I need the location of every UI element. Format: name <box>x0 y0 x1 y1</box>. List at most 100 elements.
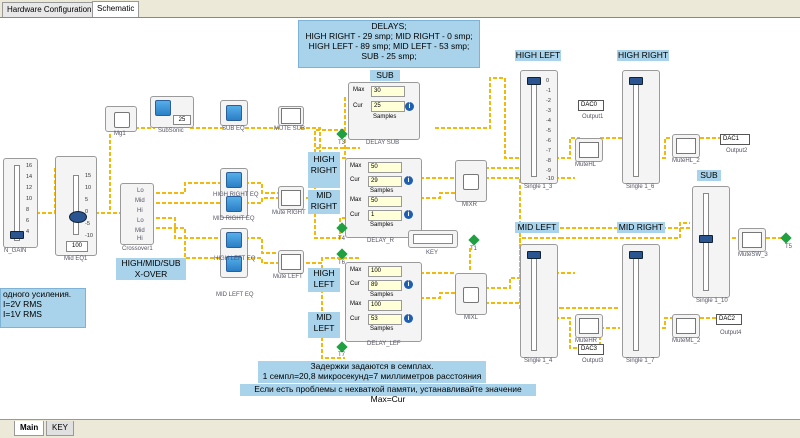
delay-l-cur1-label: Cur <box>350 281 360 287</box>
delay-r-block[interactable]: Max 50 Cur 29 i Samples Max 50 Cur 1 i S… <box>345 158 422 238</box>
eq-tick: 0 <box>85 209 89 215</box>
mixr-icon[interactable] <box>463 174 479 190</box>
mixr-block[interactable] <box>455 160 487 202</box>
mixl-block[interactable] <box>455 273 487 315</box>
delay-r-info2-icon[interactable]: i <box>404 210 413 219</box>
delay-l-cur1[interactable]: 89 <box>368 280 402 291</box>
mute-sw3-block[interactable] <box>738 228 766 252</box>
single-1-4-track[interactable] <box>531 251 537 351</box>
gain-note: одного усиления. I=2V RMS I=1V RMS <box>0 288 86 328</box>
mute-hl2-block[interactable] <box>672 134 700 158</box>
mute-hr-block[interactable] <box>575 314 603 338</box>
mute-left-icon[interactable] <box>281 254 301 270</box>
single-1-6-slider[interactable] <box>622 70 660 184</box>
subsonic-icon[interactable] <box>155 100 171 116</box>
tick-label: -8 <box>546 158 551 164</box>
n-gain-knob[interactable] <box>10 231 24 239</box>
sub-eq-block[interactable] <box>220 100 248 126</box>
sub-eq-icon[interactable] <box>226 105 242 121</box>
mixl-icon[interactable] <box>463 287 479 303</box>
mute-hl2-icon[interactable] <box>676 138 696 154</box>
key-input[interactable] <box>413 234 453 244</box>
mg1-icon[interactable] <box>114 112 130 128</box>
single-1-4-caption: Single 1_4 <box>524 358 553 364</box>
delay-l-info1-icon[interactable]: i <box>404 280 413 289</box>
key-block[interactable] <box>408 230 458 248</box>
delay-l-block[interactable]: Max 100 Cur 89 i Samples Max 100 Cur 53 … <box>345 262 422 342</box>
dac0-select[interactable]: DAC0 <box>578 100 604 111</box>
mr-eq-icon[interactable] <box>226 196 242 212</box>
mid-eq1-block[interactable]: 15 10 5 0 -5 -10 100 <box>55 156 97 256</box>
subsonic-value[interactable]: 25 <box>173 115 191 125</box>
hl-eq-icon[interactable] <box>226 232 242 248</box>
delay-sub-block[interactable]: Max 30 Cur 25 i Samples <box>348 82 420 140</box>
mute-hl-block[interactable] <box>575 138 603 162</box>
single-1-7-knob[interactable] <box>629 251 643 259</box>
single-1-7-track[interactable] <box>633 251 639 351</box>
tab-key[interactable]: KEY <box>46 421 75 436</box>
dac2-select[interactable]: DAC2 <box>716 314 742 325</box>
mute-hl-icon[interactable] <box>579 142 599 158</box>
single-1-3-knob[interactable] <box>527 77 541 85</box>
tick-label: -6 <box>546 138 551 144</box>
mid-eq1-value[interactable]: 100 <box>66 241 88 252</box>
delay-r-max1[interactable]: 50 <box>368 162 402 173</box>
subsonic-block[interactable]: 25 <box>150 96 194 128</box>
single-1-3-slider[interactable] <box>520 70 558 184</box>
delay-r-cur1[interactable]: 29 <box>368 176 402 187</box>
dac3-select[interactable]: DAC3 <box>578 344 604 355</box>
delay-l-max2[interactable]: 100 <box>368 300 402 311</box>
tab-hardware-configuration[interactable]: Hardware Configuration <box>2 2 97 17</box>
mute-sw3-icon[interactable] <box>742 232 762 248</box>
single-1-6-track[interactable] <box>633 77 639 177</box>
single-1-6-knob[interactable] <box>629 77 643 85</box>
mid-left-side-label: MID LEFT <box>308 312 340 338</box>
delay-r-info1-icon[interactable]: i <box>404 176 413 185</box>
mute-ml2-block[interactable] <box>672 314 700 338</box>
hr-eq-block[interactable] <box>220 168 248 218</box>
ml-eq-icon[interactable] <box>226 256 242 272</box>
mg1-block[interactable] <box>105 106 137 132</box>
mute-right-icon[interactable] <box>281 190 301 206</box>
dac1-select[interactable]: DAC1 <box>720 134 750 145</box>
tab-main[interactable]: Main <box>14 421 45 436</box>
mute-right-block[interactable] <box>278 186 304 210</box>
tab-schematic[interactable]: Schematic <box>92 1 140 18</box>
n-gain-slider[interactable]: 16 14 12 10 8 6 4 <box>3 158 38 248</box>
single-1-4-knob[interactable] <box>527 251 541 259</box>
mute-hr-icon[interactable] <box>579 318 599 334</box>
delay-sub-info-icon[interactable]: i <box>405 102 414 111</box>
key-caption: KEY <box>426 250 439 256</box>
mid-eq1-track[interactable] <box>73 175 79 235</box>
tick-label: -4 <box>546 118 551 124</box>
delay-l-info2-icon[interactable]: i <box>404 314 413 323</box>
xover-lo2-port: Lo <box>137 218 144 224</box>
tick-label: -5 <box>546 128 551 134</box>
t7-caption: T7 <box>338 352 346 358</box>
mute-left-block[interactable] <box>278 250 304 274</box>
mid-eq1-knob[interactable] <box>69 211 87 223</box>
delay-r-max2[interactable]: 50 <box>368 196 402 207</box>
crossover-block[interactable]: Lo Mid Hi Lo Mid Hi <box>120 183 154 245</box>
delay-l-max1[interactable]: 100 <box>368 266 402 277</box>
single-1-3-track[interactable] <box>531 77 537 177</box>
delay-sub-max[interactable]: 30 <box>371 86 405 97</box>
hl-eq-block[interactable] <box>220 228 248 278</box>
hr-eq-icon[interactable] <box>226 172 242 188</box>
mute-sub-icon[interactable] <box>281 108 301 124</box>
single-1-7-slider[interactable] <box>622 244 660 358</box>
n-gain-track[interactable] <box>14 165 20 241</box>
mute-ml2-icon[interactable] <box>676 318 696 334</box>
delay-info-note: Задержки задаются в семплах. 1 семпл=20,… <box>258 361 486 383</box>
mute-left-caption: Mute LEFT <box>273 274 303 280</box>
delay-r-cur2[interactable]: 1 <box>368 210 402 221</box>
delay-sub-cur[interactable]: 25 <box>371 101 405 112</box>
mute-sub-block[interactable] <box>278 106 304 126</box>
single-1-10-knob[interactable] <box>699 235 713 243</box>
single-1-10-slider[interactable] <box>692 186 730 298</box>
delay-l-cur2[interactable]: 53 <box>368 314 402 325</box>
xover-mid-port: Mid <box>135 198 145 204</box>
mute-hl-caption: MuteHL <box>575 162 597 168</box>
single-1-4-slider[interactable] <box>520 244 558 358</box>
schematic-canvas[interactable]: DELAYS; HIGH RIGHT - 29 smp; MID RIGHT -… <box>0 17 800 420</box>
